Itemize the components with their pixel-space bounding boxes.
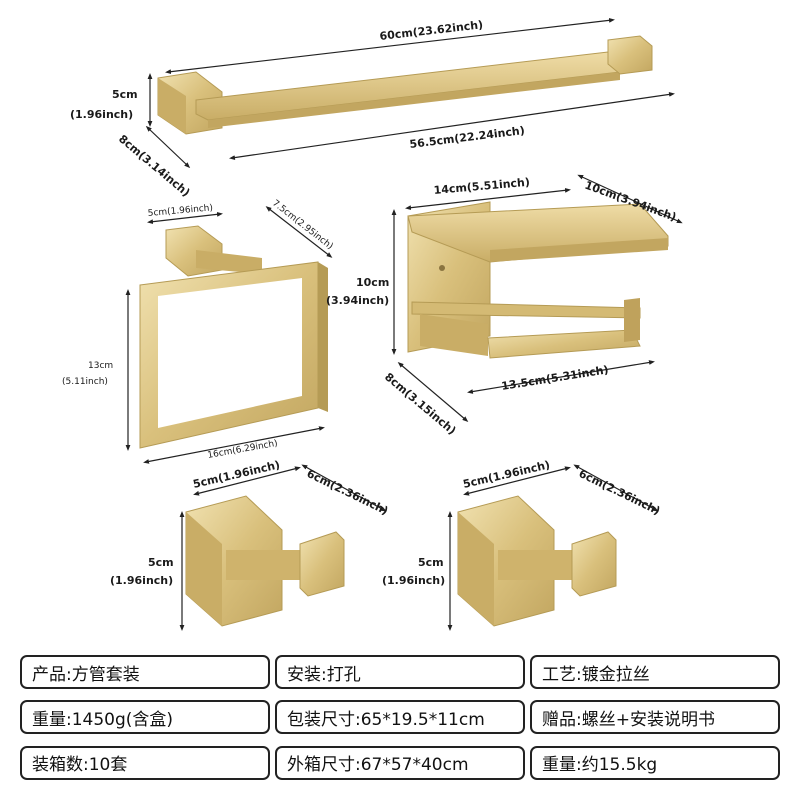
spec-installation: 安装:打孔	[275, 655, 525, 689]
hook-right-width: 5cm(1.96inch)	[462, 458, 551, 491]
hook-right-height-cm: 5cm	[418, 556, 444, 569]
hook-right-depth: 6cm(2.36inch)	[577, 467, 663, 518]
towel-ring-width-top: 5cm(1.96inch)	[147, 203, 213, 219]
paper-holder-length: 13.5cm(5.31inch)	[500, 363, 609, 393]
paper-holder-height-inch: (3.94inch)	[326, 294, 389, 307]
towel-ring-depth: 7.5cm(2.95inch)	[270, 198, 334, 251]
paper-holder	[407, 201, 669, 359]
paper-holder-height-cm: 10cm	[356, 276, 389, 289]
spec-carton-qty: 装箱数:10套	[20, 745, 270, 780]
towel-bar-length-outer: 60cm(23.62inch)	[379, 18, 484, 43]
spec-gift: 赠品:螺丝+安装说明书	[530, 700, 780, 735]
spec-carton-weight: 重量:约15.5kg	[530, 745, 780, 780]
towel-ring-height-cm: 13cm	[88, 361, 113, 371]
hook-left-width: 5cm(1.96inch)	[192, 458, 281, 491]
spec-process: 工艺:镀金拉丝	[530, 655, 780, 689]
towel-bar	[157, 35, 653, 135]
hook-left-height-inch: (1.96inch)	[110, 574, 173, 587]
towel-ring-width-bottom: 16cm(6.29inch)	[207, 439, 279, 461]
towel-ring	[139, 225, 328, 449]
towel-bar-depth: 8cm(3.14inch)	[116, 132, 192, 199]
hook-left-height-cm: 5cm	[148, 556, 174, 569]
towel-bar-height-cm: 5cm	[112, 88, 138, 101]
spec-package-size: 包装尺寸:65*19.5*11cm	[275, 700, 525, 735]
spec-table: 产品:方管套装 安装:打孔 工艺:镀金拉丝 重量:1450g(含盒) 包装尺寸:…	[20, 655, 780, 785]
towel-ring-height-inch: (5.11inch)	[62, 377, 108, 387]
spec-product: 产品:方管套装	[20, 655, 270, 689]
spec-weight: 重量:1450g(含盒)	[20, 700, 270, 735]
paper-holder-width: 14cm(5.51inch)	[433, 176, 530, 197]
product-diagram: 60cm(23.62inch) 56.5cm(22.24inch) 5cm (1…	[62, 17, 683, 631]
hook-left-depth: 6cm(2.36inch)	[305, 467, 391, 518]
hook-right-height-inch: (1.96inch)	[382, 574, 445, 587]
spec-carton-size: 外箱尺寸:67*57*40cm	[275, 745, 525, 780]
hook-left	[185, 495, 345, 627]
towel-bar-height-inch: (1.96inch)	[70, 108, 133, 121]
hook-right	[457, 495, 617, 627]
towel-bar-length-inner: 56.5cm(22.24inch)	[409, 124, 526, 151]
